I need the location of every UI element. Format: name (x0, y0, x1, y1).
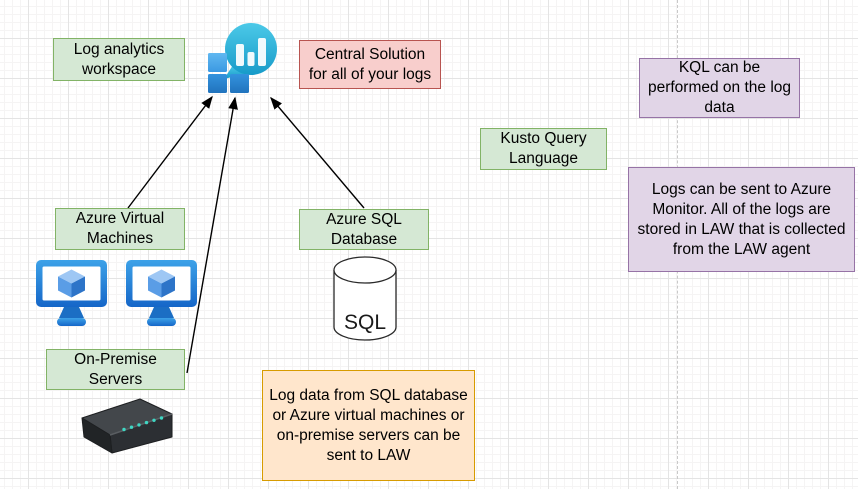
arrow-vm-to-law[interactable] (127, 95, 213, 209)
server-led-lights (122, 416, 164, 432)
cube-right-face (71, 276, 85, 298)
sql-text: SQL (344, 311, 386, 334)
balloon-circle (225, 23, 277, 75)
monitor-stand (149, 307, 174, 318)
server-icon[interactable] (74, 392, 178, 456)
on-premise-servers-label[interactable]: On-Premise Servers (46, 349, 185, 390)
chart-bar (236, 44, 244, 66)
kusto-query-language-label[interactable]: Kusto Query Language (480, 128, 607, 170)
tile-square (230, 74, 249, 93)
monitor-base (57, 318, 86, 326)
arrow-onprem-to-law[interactable] (186, 96, 238, 374)
chart-bar (258, 38, 266, 66)
tile-square (208, 53, 227, 72)
server-left-face (81, 417, 113, 454)
azure-monitor-note[interactable]: Logs can be sent to Azure Monitor. All o… (628, 167, 855, 272)
arrow-sql-to-law[interactable] (270, 96, 365, 209)
sql-database-cylinder-icon[interactable]: SQL (332, 256, 398, 342)
log-analytics-workspace-icon[interactable] (203, 17, 283, 95)
azure-virtual-machines-label[interactable]: Azure Virtual Machines (55, 208, 185, 250)
azure-sql-database-label[interactable]: Azure SQL Database (299, 209, 429, 250)
monitor-base (147, 318, 176, 326)
balloon-tail (224, 65, 244, 79)
cube-right-face (161, 276, 175, 298)
log-analytics-workspace-label[interactable]: Log analytics workspace (53, 38, 185, 81)
chart-bar (247, 52, 255, 66)
cylinder-top (333, 256, 397, 284)
log-data-note[interactable]: Log data from SQL database or Azure virt… (262, 370, 475, 481)
central-solution-note[interactable]: Central Solution for all of your logs (299, 40, 441, 89)
kql-note[interactable]: KQL can be performed on the log data (639, 58, 800, 118)
cylinder-body (333, 270, 397, 341)
cube-left-face (58, 276, 72, 298)
azure-vm-icon[interactable] (123, 257, 200, 331)
tile-square (208, 74, 227, 93)
cube-left-face (148, 276, 162, 298)
monitor-stand (59, 307, 84, 318)
azure-vm-icon[interactable] (33, 257, 110, 331)
